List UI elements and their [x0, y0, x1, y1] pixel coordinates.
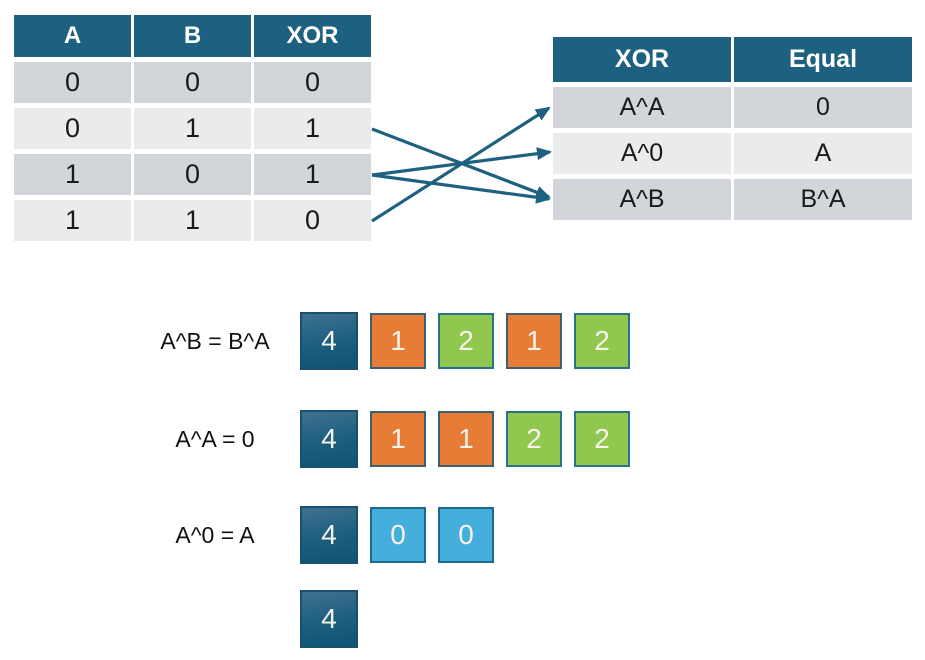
demo-row-result: 4 — [0, 590, 358, 648]
rules-table-header-row: XOR Equal — [553, 37, 912, 82]
arrow-row-110-to-axa — [371, 106, 551, 223]
arrow-row-101-to-axb — [371, 173, 551, 204]
truth-table-row: 1 1 0 — [14, 200, 371, 241]
value-box-dark: 4 — [300, 506, 358, 564]
demo-label-identity: A^0 = A — [175, 521, 255, 548]
demo-row-identity: A^0 = A 4 0 0 — [0, 506, 494, 564]
truth-table-cell: 0 — [134, 154, 251, 195]
value-box-orange: 1 — [438, 411, 494, 467]
truth-table-header-b: B — [134, 15, 251, 57]
value-box-green: 2 — [574, 313, 630, 369]
demo-row-commutative: A^B = B^A 4 1 2 1 2 — [0, 312, 630, 370]
demo-boxes: 4 — [300, 590, 358, 648]
value-box-green: 2 — [438, 313, 494, 369]
value-box-blue: 0 — [370, 507, 426, 563]
value-box-dark: 4 — [300, 590, 358, 648]
value-box-green: 2 — [574, 411, 630, 467]
truth-table-row: 1 0 1 — [14, 154, 371, 195]
truth-table-cell: 1 — [14, 200, 131, 241]
truth-table-cell: 1 — [134, 108, 251, 149]
value-box-green: 2 — [506, 411, 562, 467]
rules-table-cell: A^A — [553, 87, 731, 128]
truth-table-cell: 0 — [134, 62, 251, 103]
value-box-blue: 0 — [438, 507, 494, 563]
rules-table-cell: A — [734, 133, 912, 174]
truth-table-header-a: A — [14, 15, 131, 57]
value-box-dark: 4 — [300, 312, 358, 370]
value-box-orange: 1 — [370, 411, 426, 467]
rules-table-cell: A^B — [553, 179, 731, 220]
truth-table-cell: 1 — [254, 154, 371, 195]
rules-table-cell: A^0 — [553, 133, 731, 174]
demo-label-commutative: A^B = B^A — [160, 327, 270, 354]
arrow-row-011-to-axb — [371, 127, 551, 199]
value-box-dark: 4 — [300, 410, 358, 468]
truth-table-cell: 0 — [254, 200, 371, 241]
truth-table-header-row: A B XOR — [14, 15, 371, 57]
truth-table-cell: 0 — [14, 62, 131, 103]
demo-row-self-cancel: A^A = 0 4 1 1 2 2 — [0, 410, 630, 468]
truth-table-cell: 1 — [14, 154, 131, 195]
truth-table-header-xor: XOR — [254, 15, 371, 57]
truth-table-cell: 0 — [254, 62, 371, 103]
rules-table-header-equal: Equal — [734, 37, 912, 82]
truth-table-cell: 1 — [134, 200, 251, 241]
demo-label-self-cancel: A^A = 0 — [175, 425, 255, 452]
truth-table-row: 0 1 1 — [14, 108, 371, 149]
value-box-orange: 1 — [370, 313, 426, 369]
truth-table-row: 0 0 0 — [14, 62, 371, 103]
rules-table-header-xor: XOR — [553, 37, 731, 82]
rules-table-row: A^0 A — [553, 133, 912, 174]
xor-rules-table: XOR Equal A^A 0 A^0 A A^B B^A — [553, 37, 912, 220]
rules-table-cell: B^A — [734, 179, 912, 220]
rules-table-cell: 0 — [734, 87, 912, 128]
truth-table-cell: 0 — [14, 108, 131, 149]
demo-boxes: 4 1 1 2 2 — [300, 410, 630, 468]
value-box-orange: 1 — [506, 313, 562, 369]
arrow-row-101-to-ax0 — [371, 147, 552, 177]
rules-table-row: A^A 0 — [553, 87, 912, 128]
truth-table-cell: 1 — [254, 108, 371, 149]
demo-boxes: 4 0 0 — [300, 506, 494, 564]
demo-boxes: 4 1 2 1 2 — [300, 312, 630, 370]
rules-table-row: A^B B^A — [553, 179, 912, 220]
truth-table: A B XOR 0 0 0 0 1 1 1 0 1 1 1 0 — [14, 15, 371, 241]
